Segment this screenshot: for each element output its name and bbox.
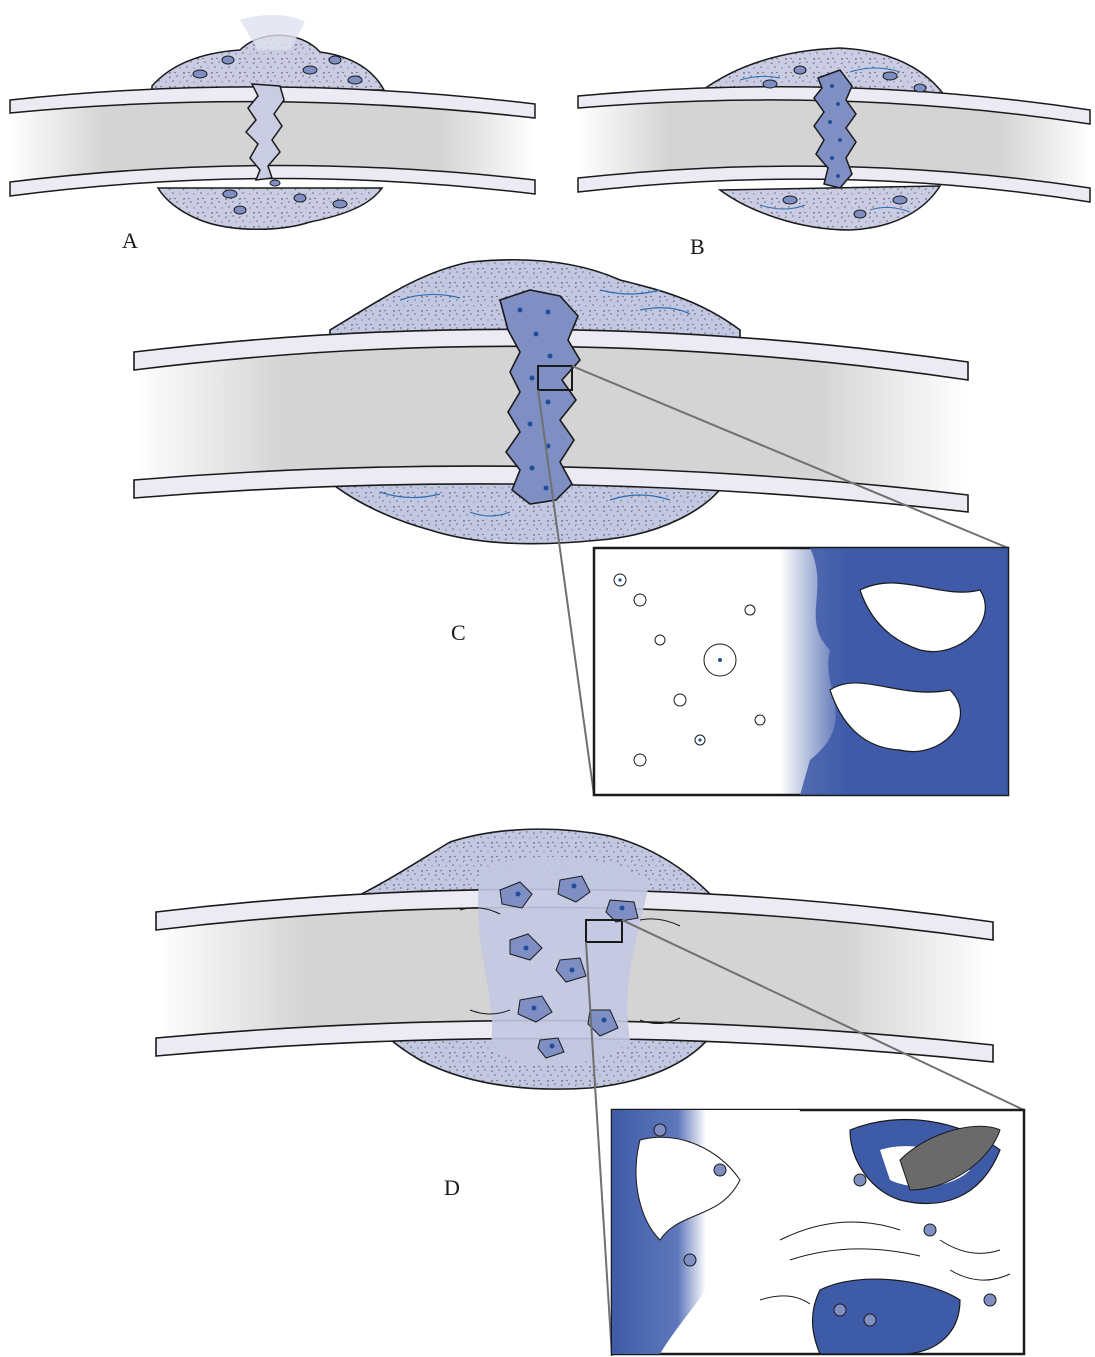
cell [193, 70, 207, 78]
cell [854, 210, 866, 218]
panel-label-c: C [451, 620, 466, 646]
cell [783, 196, 797, 204]
cell [223, 190, 237, 198]
cell [234, 206, 246, 214]
panel-label-b: B [690, 234, 705, 260]
cell [883, 72, 897, 80]
panel-a-hematoma-stage [10, 15, 535, 229]
panel-c-hard-callus-stage [134, 260, 1008, 795]
cell [348, 76, 362, 84]
cell [222, 56, 234, 64]
cell [270, 180, 280, 186]
cell [794, 66, 806, 74]
panel-label-a: A [122, 228, 138, 254]
panel-d-remodeling-stage [156, 829, 1024, 1356]
inset-c-magnified-tissue [594, 548, 1008, 795]
inset-d-magnified-tissue [612, 1110, 1024, 1354]
panel-b-soft-callus-stage [578, 48, 1090, 230]
cell [329, 56, 341, 64]
cell [893, 196, 907, 204]
cell [914, 84, 926, 92]
cell [303, 66, 317, 74]
panel-label-d: D [444, 1175, 460, 1201]
cell [294, 194, 306, 202]
cell [333, 200, 347, 208]
cell [763, 80, 777, 88]
